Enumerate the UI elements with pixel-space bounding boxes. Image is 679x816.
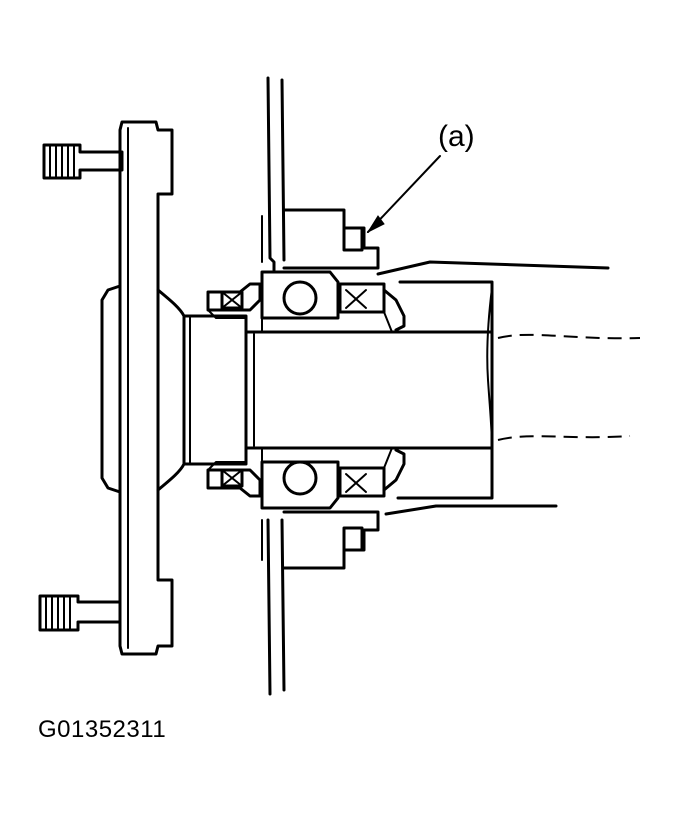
bearing-retainer-upper — [282, 208, 380, 270]
callout-label: (a) — [438, 120, 475, 153]
axle-housing — [376, 260, 610, 516]
hub-flange — [100, 120, 174, 656]
figure-code: G01352311 — [38, 716, 167, 743]
axle-shaft — [244, 287, 641, 450]
hub-body — [156, 288, 248, 492]
lower-bearing — [206, 447, 406, 510]
upper-bearing — [206, 270, 406, 333]
lower-wheel-stud — [38, 594, 122, 632]
bearing-retainer-lower — [282, 510, 380, 570]
backing-plate — [261, 76, 286, 696]
callout-a: (a) — [366, 120, 475, 234]
upper-wheel-stud — [42, 143, 124, 180]
